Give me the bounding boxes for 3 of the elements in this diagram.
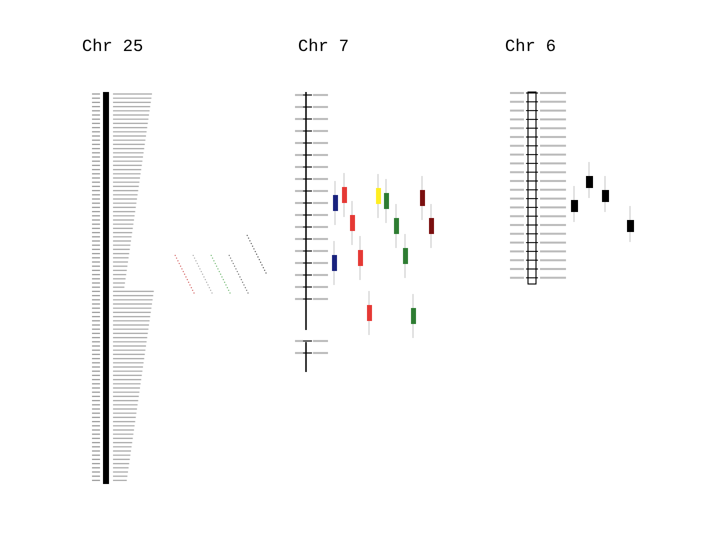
chromosome-title: Chr 6 bbox=[505, 38, 556, 57]
chromosome-title: Chr 7 bbox=[298, 38, 350, 57]
chromosome-title: Chr 25 bbox=[82, 38, 144, 57]
